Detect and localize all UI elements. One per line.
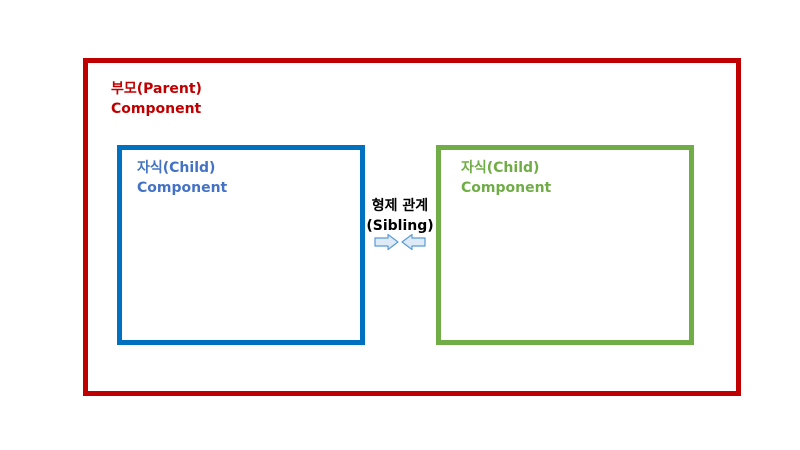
parent-label-line2: Component <box>111 101 202 117</box>
parent-component-label: 부모(Parent) Component <box>111 79 202 119</box>
sibling-label-line1: 형제 관계 <box>371 198 429 214</box>
child-left-label-line1: 자식(Child) <box>137 160 216 176</box>
arrow-right-icon <box>374 233 399 251</box>
arrow-left-icon <box>401 233 426 251</box>
child-component-box-left <box>117 145 365 345</box>
child-component-label-left: 자식(Child) Component <box>137 158 227 198</box>
child-left-label-line2: Component <box>137 180 228 196</box>
parent-component-box <box>83 58 741 396</box>
child-right-label-line2: Component <box>461 180 552 196</box>
child-component-box-right <box>436 145 694 345</box>
child-component-label-right: 자식(Child) Component <box>461 158 551 198</box>
parent-label-line1: 부모(Parent) <box>111 81 202 97</box>
child-right-label-line1: 자식(Child) <box>461 160 540 176</box>
sibling-label-line2: (Sibling) <box>366 218 434 234</box>
sibling-relation-label: 형제 관계 (Sibling) <box>362 196 438 236</box>
sibling-arrows <box>374 233 426 251</box>
